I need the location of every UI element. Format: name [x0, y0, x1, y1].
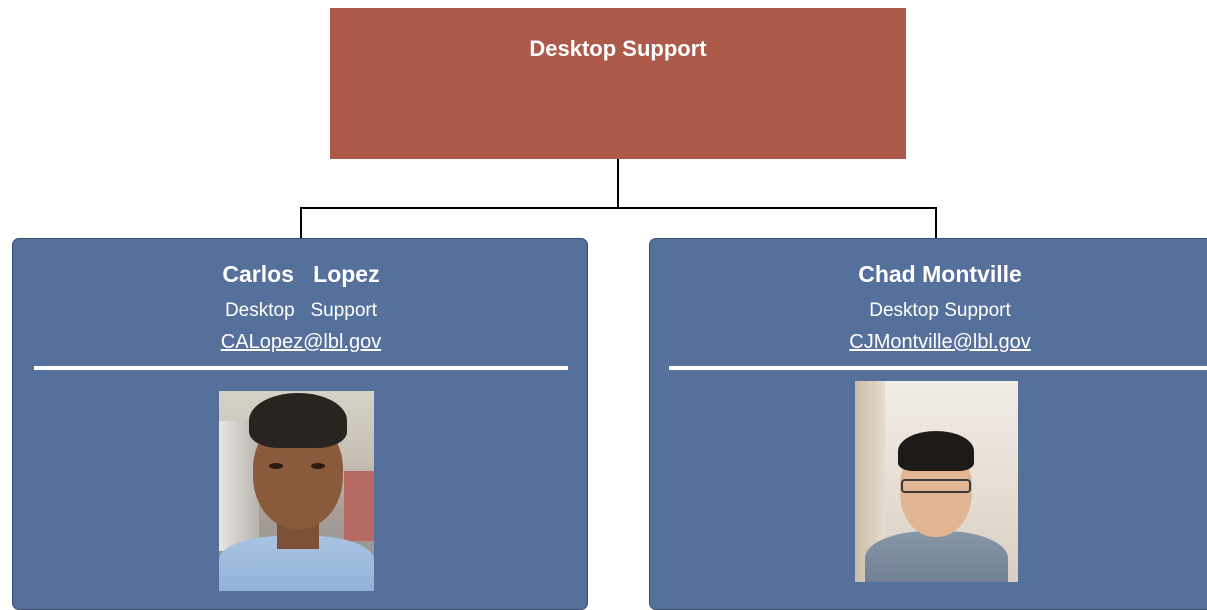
person-photo — [219, 391, 374, 591]
person-email-link[interactable]: CJMontville@lbl.gov — [849, 331, 1031, 353]
person-card-carlos-lopez: Carlos Lopez Desktop Support CALopez@lbl… — [12, 238, 588, 610]
person-photo — [855, 381, 1018, 582]
person-email-link[interactable]: CALopez@lbl.gov — [220, 331, 382, 353]
person-role: Desktop Support — [224, 300, 378, 321]
connector-vertical-top — [617, 159, 619, 208]
department-node: Desktop Support — [330, 8, 906, 159]
person-name: Chad Montville — [858, 261, 1022, 287]
person-name: Carlos Lopez — [222, 261, 380, 287]
connector-horizontal — [300, 207, 937, 209]
card-divider — [669, 366, 1207, 370]
connector-right-drop — [935, 207, 937, 239]
connector-left-drop — [300, 207, 302, 239]
person-role: Desktop Support — [869, 300, 1011, 321]
card-divider — [34, 366, 568, 370]
department-title: Desktop Support — [529, 36, 707, 61]
person-card-chad-montville: Chad Montville Desktop Support CJMontvil… — [649, 238, 1207, 610]
